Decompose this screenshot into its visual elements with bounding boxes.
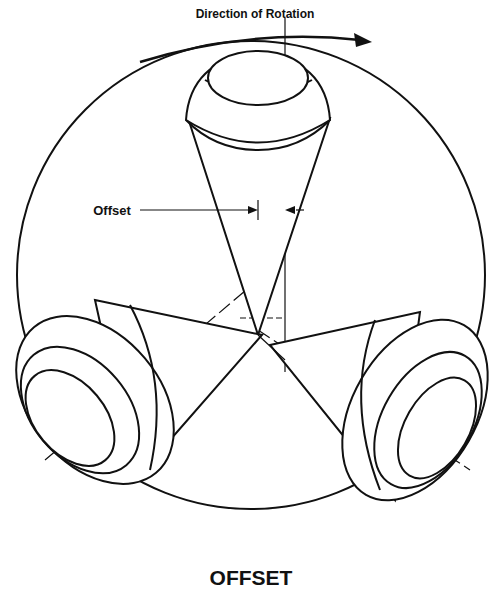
dimension-line — [296, 209, 304, 210]
arrow-head — [354, 33, 372, 47]
extension-line — [257, 200, 258, 220]
offset-label: Offset — [93, 203, 131, 218]
dimension-arrow — [285, 206, 295, 214]
axis-segment — [258, 335, 285, 360]
right-cone — [270, 294, 503, 526]
rotation-label: Direction of Rotation — [196, 7, 315, 21]
caption: OFFSET — [210, 566, 293, 590]
dimension-arrow — [248, 206, 258, 214]
leader-line — [140, 209, 250, 210]
left-cone — [0, 285, 262, 514]
top-cone — [186, 51, 330, 335]
